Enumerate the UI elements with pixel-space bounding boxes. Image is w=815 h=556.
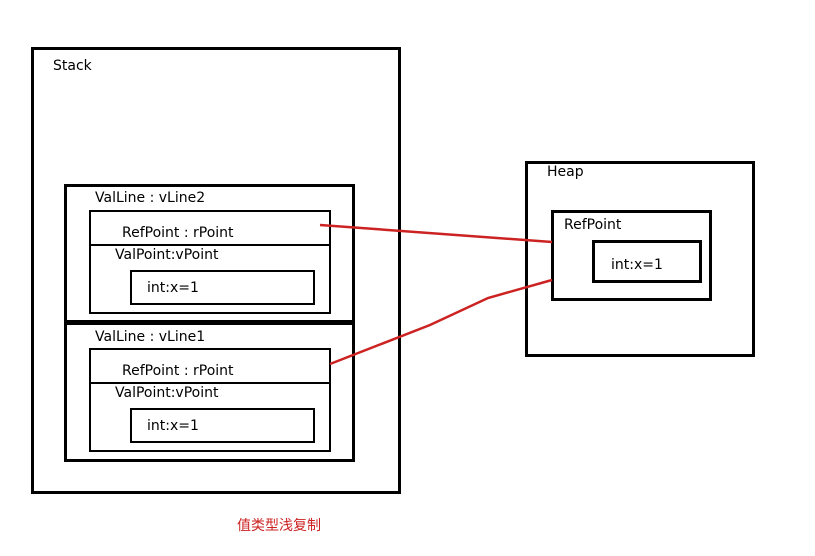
- val-line-1-divider: [91, 382, 329, 384]
- val-line-1-val-point-label: ValPoint:vPoint: [115, 385, 219, 401]
- val-line-1-label: ValLine : vLine1: [95, 329, 206, 345]
- val-line-1-ref-point-label: RefPoint : rPoint: [122, 363, 234, 379]
- val-line-2-label: ValLine : vLine2: [95, 190, 206, 206]
- val-line-2-int-box: [130, 270, 315, 305]
- val-line-2-ref-point-label: RefPoint : rPoint: [122, 225, 234, 241]
- heap-ref-point-label: RefPoint: [564, 217, 622, 233]
- heap-int-value: int:x=1: [611, 257, 663, 273]
- val-line-1-int-value: int:x=1: [147, 418, 199, 434]
- diagram-caption: 值类型浅复制: [237, 518, 321, 534]
- heap-int-box: [592, 240, 702, 283]
- stack-title: Stack: [53, 58, 92, 74]
- val-line-1-int-box: [130, 408, 315, 443]
- heap-title: Heap: [547, 164, 584, 180]
- val-line-2-val-point-label: ValPoint:vPoint: [115, 247, 219, 263]
- val-line-2-divider: [91, 244, 329, 246]
- val-line-2-int-value: int:x=1: [147, 280, 199, 296]
